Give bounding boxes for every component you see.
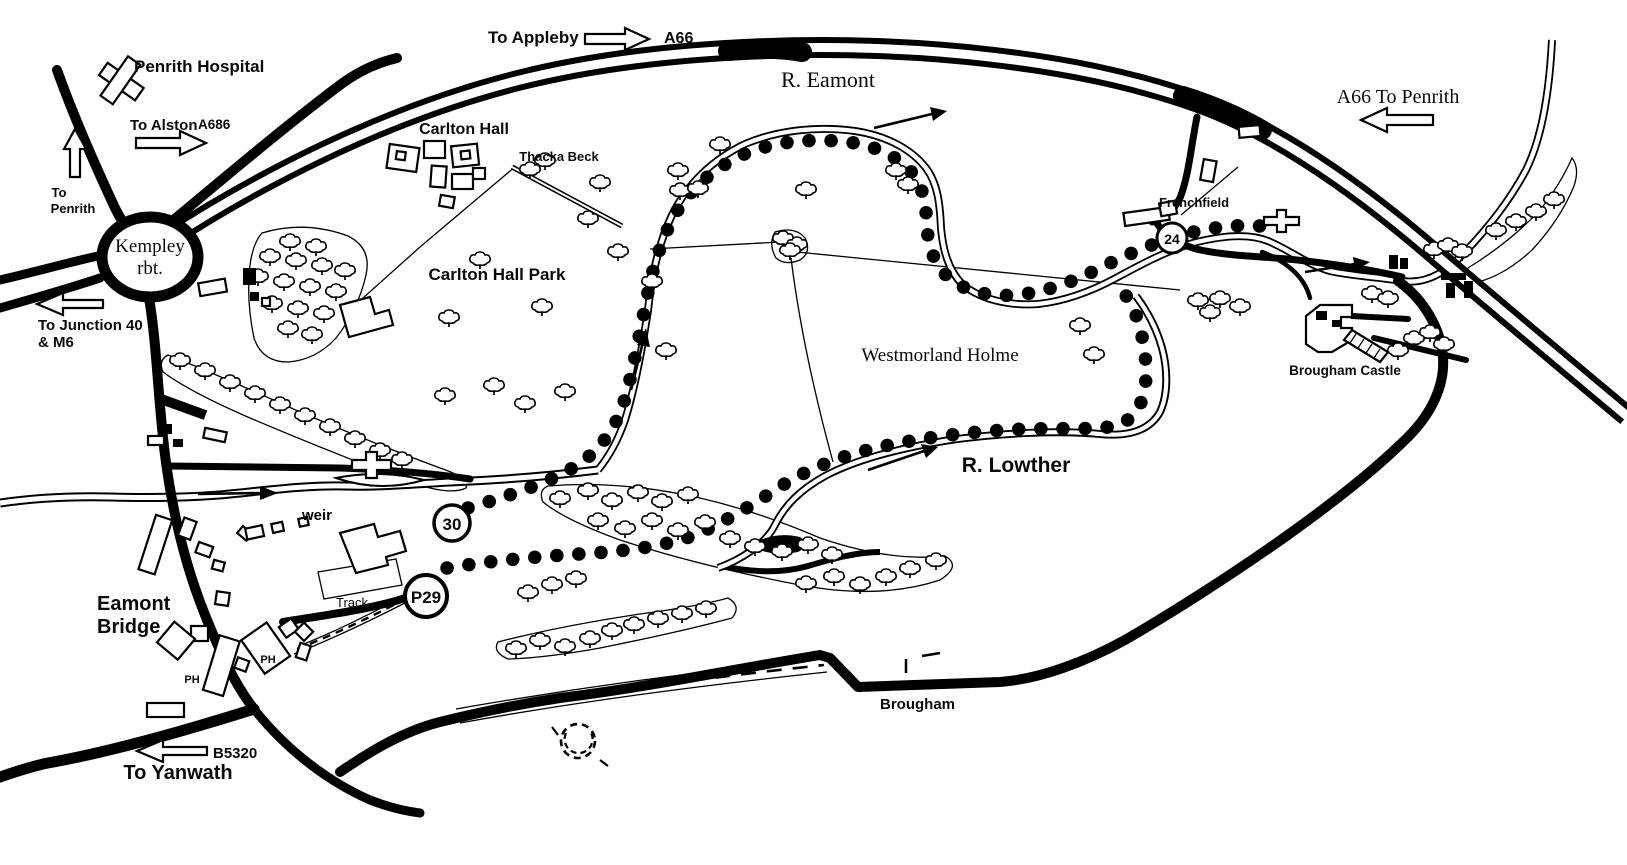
label-thacka-beck: Thacka Beck [519,149,599,164]
to-penrith-arrow [62,126,88,179]
park-l-building [338,295,395,339]
walking-route [440,133,1267,575]
road-to-m6-b [0,273,105,313]
route-dots-north [461,133,1267,515]
church-building [350,450,393,480]
road-a66-solid-segment [718,38,812,62]
label-to-yanwath: To Yanwath [123,762,232,784]
roundabout-buildings [196,268,272,308]
label-kempley-2: rbt. [137,258,163,279]
flow-arrow-icon [629,328,650,391]
label-a66-to-penrith: A66 To Penrith [1337,86,1460,108]
river-white-channels [0,40,1552,568]
bridge-buildings [1389,255,1473,298]
label-penrith-hospital: Penrith Hospital [134,57,264,76]
village-buildings [145,515,408,719]
label-a686: A686 [198,117,231,132]
label-a66: A66 [664,30,693,47]
label-brougham-castle: Brougham Castle [1289,363,1401,378]
label-ph-left: PH [184,674,199,686]
weir-island [332,473,428,487]
label-weir: weir [301,507,332,524]
to-junction40-arrow [34,291,105,317]
track-dashed-brougham [457,663,825,718]
label-ph-right: PH [260,654,275,666]
kempley-roundabout [96,211,204,303]
route-marker-24: 24 [1155,221,1189,255]
route-marker-30: 30 [432,503,472,543]
label-eamont-bridge-2: Bridge [97,616,160,638]
a6-strip-buildings [137,394,229,576]
ph-left-building [155,620,197,662]
label-b5320: B5320 [213,745,257,762]
label-carlton-hall-park: Carlton Hall Park [429,265,567,284]
rivers [0,40,1552,575]
to-appleby-arrow [583,26,652,52]
block-arrows [34,26,1435,764]
label-kempley-1: Kempley [115,236,185,257]
map-labels: Penrith Hospital To Alston A686 To Penri… [38,28,1459,784]
label-r-eamont: R. Eamont [781,67,875,92]
roads [0,38,1627,818]
label-r-lowther: R. Lowther [962,454,1071,477]
label-frenchfield: Frenchfield [1159,195,1229,210]
to-alston-arrow [134,129,209,157]
label-to-penrith-1: To [52,185,67,200]
route-dots-south [440,286,1153,575]
road-a686 [160,53,402,232]
river-black-casings [0,40,1552,575]
label-westmorland-holme: Westmorland Holme [861,345,1018,366]
svg-text:24: 24 [1164,231,1180,247]
route-marker-p29: P29 [403,573,449,619]
buildings [97,54,1473,719]
flow-arrow-icon [197,486,278,500]
road-to-m6-a [0,251,103,285]
label-to-penrith-2: Penrith [51,201,96,216]
road-weir-lane [164,462,474,483]
svg-text:30: 30 [443,515,462,534]
ph-right-building [239,620,292,676]
brougham-castle-building [1304,303,1390,364]
route-markers: 30 P29 24 [403,221,1189,619]
label-to-junction40-1: To Junction 40 [38,317,143,334]
frenchfield-buildings [1122,123,1301,234]
flow-arrow-icon [873,107,947,130]
penrith-hospital-building [97,54,146,106]
label-track: Track [336,595,369,610]
label-brougham: Brougham [880,696,955,713]
label-eamont-bridge-1: Eamont [97,593,171,615]
tree-icons [168,136,1566,659]
a66-to-penrith-arrow [1358,106,1435,134]
road-b5320 [0,703,260,783]
label-carlton-hall: Carlton Hall [419,121,509,138]
b5320-arrow [134,738,209,764]
flow-arrow-icon [1304,257,1370,274]
label-to-junction40-2: & M6 [38,334,74,351]
henge-earthwork [551,722,609,767]
label-to-alston: To Alston [130,117,198,134]
direction-arrows [197,107,1370,500]
svg-text:P29: P29 [411,588,441,607]
road-castle-access [1259,249,1313,301]
carlton-hall-buildings [385,139,487,210]
label-to-appleby: To Appleby [488,28,579,47]
flow-arrow-icon [867,444,938,472]
river-braid [721,549,881,575]
road-south-spur [249,704,425,818]
